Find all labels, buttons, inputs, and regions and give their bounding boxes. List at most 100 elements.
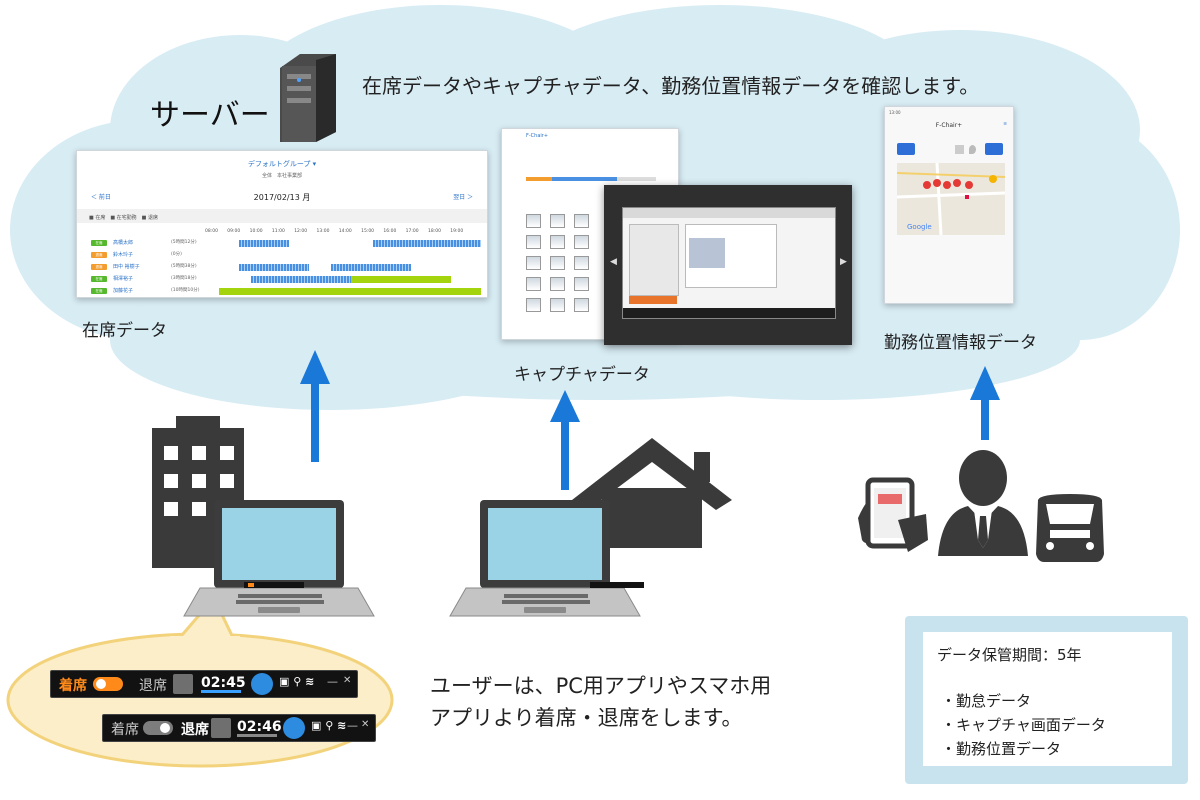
capture-thumbnail[interactable]: [550, 214, 565, 228]
capture-thumbnail[interactable]: [574, 277, 589, 291]
hour-tick: 17:00: [405, 229, 419, 234]
hour-tick: 18:00: [427, 229, 441, 234]
capture-caption: キャプチャデータ: [514, 365, 650, 385]
capture-thumbnail[interactable]: [550, 235, 565, 249]
location-panel: 13:00 F-Chair+ ≡ Google: [884, 106, 1014, 304]
hour-tick: 12:00: [294, 229, 308, 234]
retention-item: ・キャプチャ画面データ: [941, 716, 1106, 734]
list-icon[interactable]: [283, 717, 305, 739]
group-select[interactable]: デフォルトグループ ▾: [247, 160, 317, 168]
presence-bar: [331, 264, 411, 271]
capture-thumbnail[interactable]: [526, 277, 541, 291]
next-day-link[interactable]: 翌日 ＞: [453, 194, 473, 201]
table-row: 退席 鈴木玲子 (0分): [91, 251, 481, 260]
chevron-right-icon[interactable]: ▶: [840, 257, 847, 267]
hour-tick: 19:00: [450, 229, 464, 234]
hour-tick: 13:00: [316, 229, 330, 234]
presence-bar: [239, 240, 289, 247]
capture-thumbnail[interactable]: [574, 214, 589, 228]
bullet-train-icon: [1036, 494, 1104, 562]
capture-thumbnail[interactable]: [550, 277, 565, 291]
user-name-link[interactable]: 相澤裕子: [113, 276, 134, 282]
table-row: 在席 高橋太郎 (5時間12分): [91, 239, 481, 248]
presence-bar: [351, 276, 451, 283]
retention-item: ・勤怠データ: [941, 692, 1032, 710]
app-title: F-Chair+: [935, 122, 963, 129]
work-hours: (10時間10分): [171, 288, 200, 293]
map-view[interactable]: Google: [896, 162, 1006, 236]
status-icons: ▣ ⚲ ≋: [311, 719, 347, 732]
image-icon[interactable]: [955, 145, 964, 154]
close-icon[interactable]: ✕: [361, 719, 370, 730]
status-badge: 在席: [91, 240, 107, 246]
app-bar-away: 着席 退席 02:46 ▣ ⚲ ≋ — ✕: [102, 714, 376, 742]
smartphone-icon: [858, 477, 928, 552]
hour-tick: 14:00: [338, 229, 352, 234]
presence-bar: [219, 288, 481, 295]
user-name-link[interactable]: 高橋太郎: [113, 240, 134, 246]
map-graphic: Google: [896, 162, 1006, 236]
other-state-label: 退席: [139, 678, 167, 694]
screen-figure: [689, 238, 725, 268]
capture-thumbnail[interactable]: [550, 256, 565, 270]
arrow-up-office: [300, 350, 330, 462]
capture-thumbnail[interactable]: [550, 298, 565, 312]
presence-bar: [239, 264, 309, 271]
app-bar-present: 着席 退席 02:45 ▣ ⚲ ≋ — ✕: [50, 670, 358, 698]
work-hours: (5時間12分): [171, 240, 197, 245]
hour-tick: 10:00: [249, 229, 263, 234]
screen-taskbar: [623, 308, 835, 318]
retention-card: データ保管期間：5年 ・勤怠データ ・キャプチャ画面データ ・勤務位置データ: [923, 632, 1172, 766]
retention-item: ・勤務位置データ: [941, 740, 1062, 758]
hour-tick: 11:00: [271, 229, 285, 234]
status-badge: 在席: [91, 288, 107, 294]
server-icon: [280, 54, 336, 142]
prev-day-link[interactable]: ＜ 前日: [91, 194, 111, 201]
chevron-left-icon[interactable]: ◀: [610, 257, 617, 267]
menu-icon[interactable]: ≡: [1003, 122, 1007, 127]
user-name-link[interactable]: 田中 裕樹子: [113, 264, 140, 270]
hour-tick: 09:00: [227, 229, 241, 234]
capture-thumbnail[interactable]: [574, 235, 589, 249]
presence-toggle[interactable]: [143, 721, 173, 735]
table-row: 在席 加藤花子 (10時間10分): [91, 287, 481, 296]
screen-slide-list: [629, 224, 679, 296]
state-label: 着席: [59, 678, 87, 694]
capture-thumbnail[interactable]: [574, 298, 589, 312]
capture-thumbnail[interactable]: [526, 298, 541, 312]
arrow-up-home: [550, 390, 580, 490]
minimize-icon[interactable]: —: [347, 719, 358, 732]
user-name-link[interactable]: 加藤花子: [113, 288, 134, 294]
user-name-link[interactable]: 鈴木玲子: [113, 252, 134, 258]
capture-thumbnail[interactable]: [526, 214, 541, 228]
home-icon[interactable]: [211, 718, 231, 738]
hour-tick: 15:00: [361, 229, 375, 234]
capture-timeline: [526, 177, 656, 181]
status-badge: 在席: [91, 276, 107, 282]
attendance-caption: 在席データ: [82, 321, 167, 341]
list-icon[interactable]: [251, 673, 273, 695]
share-button[interactable]: [985, 143, 1003, 155]
minimize-icon[interactable]: —: [327, 675, 338, 688]
close-icon[interactable]: ✕: [343, 675, 352, 686]
status-button[interactable]: [897, 143, 915, 155]
capture-thumbnail[interactable]: [526, 256, 541, 270]
capture-thumbnail[interactable]: [526, 235, 541, 249]
time-progress: [201, 690, 241, 693]
presence-toggle[interactable]: [93, 677, 123, 691]
retention-title: データ保管期間：5年: [937, 646, 1082, 664]
toggle-knob: [96, 679, 106, 689]
legend: ■ 在席 ■ 在宅勤務 ■ 退席: [89, 215, 158, 221]
home-icon[interactable]: [173, 674, 193, 694]
screen-toolbar: [623, 208, 835, 218]
elapsed-time: 02:45: [201, 675, 246, 691]
location-caption: 勤務位置情報データ: [884, 333, 1037, 353]
status-badge: 退席: [91, 264, 107, 270]
retention-box: データ保管期間：5年 ・勤怠データ ・キャプチャ画面データ ・勤務位置データ: [905, 616, 1188, 784]
laptop-home-icon: [449, 500, 644, 617]
date-label: 2017/02/13 月: [253, 193, 311, 202]
capture-thumbnail[interactable]: [574, 256, 589, 270]
user-text-line1: ユーザーは、PC用アプリやスマホ用: [430, 674, 772, 698]
capture-logo: F-Chair+: [526, 133, 549, 139]
pin-icon[interactable]: [969, 145, 976, 154]
